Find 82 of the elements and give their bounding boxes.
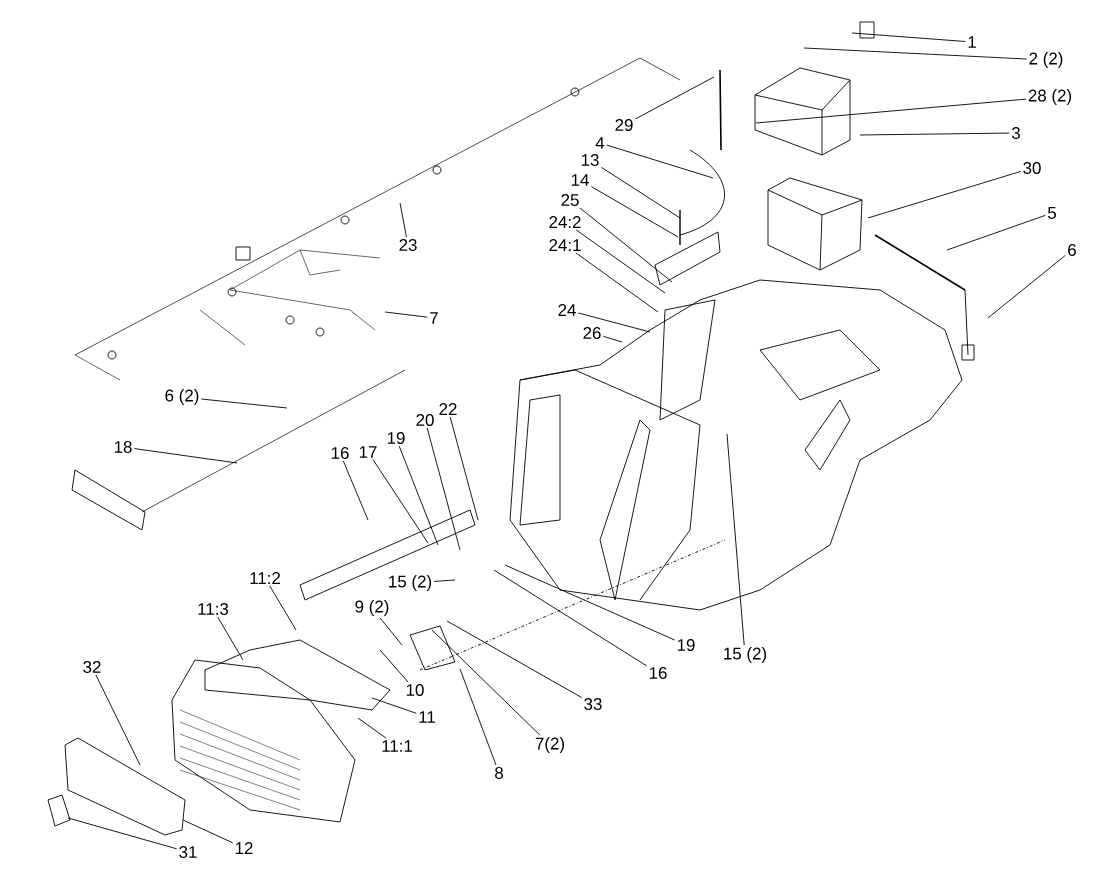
leader-line [379,649,409,683]
leader-line [182,819,234,844]
callout-number: 31 [177,844,199,860]
leader-line [504,564,676,641]
callout-number: 29 [613,117,635,133]
callout-number: 7 [427,310,441,326]
leader-line [446,620,583,698]
leader-line [200,398,288,409]
leader-line [493,569,648,667]
callout-number: 22 [437,401,459,417]
leader-line [602,335,623,343]
leader-line [590,186,679,238]
leader-line [269,585,297,631]
callout-number: 7(2) [533,735,567,755]
leader-line [726,433,745,646]
leader-line [431,629,541,736]
leader-line [634,76,715,120]
leader-line [987,254,1066,319]
callout-number: 11:2 [247,570,283,586]
callout-number: 19 [385,430,407,446]
leader-line [372,459,429,544]
callout-number: 11:1 [379,738,415,754]
leader-line [67,817,178,850]
callout-number: 28 (2) [1026,87,1074,107]
leader-line [579,207,673,283]
leader-line [803,47,1028,60]
leader-line [851,32,966,42]
leader-line [755,98,1027,124]
callout-number: 10 [404,682,426,698]
leader-line [217,616,244,661]
callout-number: 14 [569,172,591,188]
callout-number: 13 [579,152,601,168]
callout-number: 1 [965,34,979,50]
leader-line [379,617,403,646]
callout-number: 32 [81,659,103,675]
leader-line [867,171,1022,219]
leader-line [449,416,479,521]
leader-line [95,674,141,766]
callout-number: 20 [414,412,436,428]
leader-line [575,229,666,294]
leader-line [384,311,428,318]
leader-line [859,132,1010,136]
leader-line [399,202,407,238]
callout-number: 2 (2) [1027,50,1065,70]
leader-line [398,445,439,546]
callout-number: 3 [1009,125,1023,141]
leader-line [426,427,461,551]
callout-number: 33 [582,696,604,712]
leader-line [606,144,714,179]
leader-line [946,214,1046,251]
callout-number: 26 [581,325,603,341]
callout-number: 11:3 [195,601,231,617]
callout-number: 11 [416,709,438,725]
leader-line [357,717,387,739]
callout-number: 25 [559,192,581,208]
leader-line [459,668,497,766]
callout-number: 6 [1065,242,1079,258]
callout-number: 16 [329,445,351,461]
callout-number: 23 [397,237,419,253]
callout-number: 19 [675,637,697,653]
leader-line [600,166,681,219]
callout-number: 24:1 [547,237,583,253]
callout-number: 15 (2) [386,573,434,593]
leader-line [433,579,456,582]
leader-line [133,448,238,464]
leader-line [342,460,369,521]
callout-number: 9 (2) [353,598,391,618]
callout-number: 4 [593,135,607,151]
callout-number: 30 [1021,160,1043,176]
callout-number: 24 [556,302,578,318]
callout-number: 16 [647,665,669,681]
callout-number: 24:2 [547,214,583,230]
callout-number: 17 [357,444,379,460]
callout-number: 12 [233,840,255,856]
callout-number: 6 (2) [163,387,201,407]
callout-number: 5 [1045,205,1059,221]
leader-line [575,252,659,313]
leader-line [577,312,651,333]
leader-line [371,697,417,714]
callout-number: 18 [112,439,134,455]
callout-number: 15 (2) [721,645,769,665]
callout-number: 8 [492,765,506,781]
